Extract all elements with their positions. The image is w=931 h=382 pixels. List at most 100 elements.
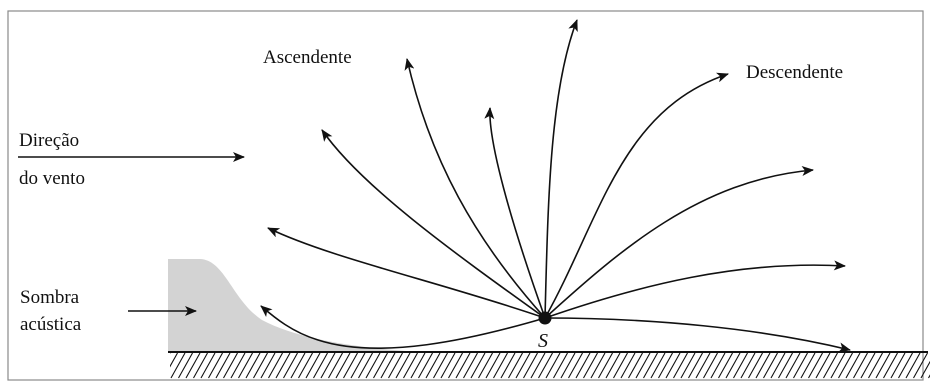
hatch-stroke (440, 352, 456, 379)
hatch-stroke (658, 352, 673, 379)
hatch-stroke (890, 352, 906, 379)
hatch-stroke (613, 352, 628, 379)
ray-up-right-2 (544, 165, 814, 319)
label-shadow-line2: acústica (20, 314, 82, 335)
hatch-stroke (785, 352, 801, 379)
hatch-stroke (583, 352, 598, 379)
hatch-stroke (740, 352, 756, 379)
hatch-stroke (448, 352, 463, 379)
hatch-stroke (170, 352, 178, 368)
hatch-stroke (815, 352, 831, 379)
hatch-stroke (268, 352, 283, 379)
hatch-stroke (290, 352, 306, 379)
hatch-stroke (845, 352, 861, 379)
hatch-stroke (403, 352, 418, 379)
hatch-stroke (688, 352, 703, 379)
hatch-stroke (538, 352, 553, 379)
ray-up-left-3 (404, 58, 546, 319)
hatch-stroke (208, 352, 223, 379)
label-wind-line1: Direção (19, 130, 79, 151)
hatch-stroke (388, 352, 403, 379)
ray-vertical (544, 19, 578, 319)
hatch-stroke (500, 352, 516, 379)
hatch-stroke (605, 352, 621, 379)
hatch-stroke (418, 352, 433, 379)
hatch-stroke (883, 352, 898, 379)
hatch-stroke (808, 352, 823, 379)
hatch-stroke (283, 352, 298, 379)
hatch-stroke (373, 352, 388, 379)
label-shadow-line1: Sombra (20, 287, 80, 308)
hatch-stroke (358, 352, 373, 379)
hatch-stroke (568, 352, 583, 379)
hatch-stroke (523, 352, 538, 379)
hatch-stroke (343, 352, 358, 379)
hatch-stroke (665, 352, 681, 379)
hatch-stroke (485, 352, 501, 379)
hatch-stroke (395, 352, 411, 379)
hatch-stroke (695, 352, 711, 379)
hatch-stroke (755, 352, 771, 379)
hatch-stroke (898, 352, 913, 379)
hatch-stroke (778, 352, 793, 379)
hatch-stroke (710, 352, 726, 379)
hatch-stroke (493, 352, 508, 379)
label-source: S (538, 330, 548, 352)
acoustic-shadow-region (168, 259, 420, 352)
hatch-stroke (920, 360, 930, 379)
hatch-stroke (823, 352, 838, 379)
hatch-stroke (200, 352, 216, 379)
hatch-stroke (860, 352, 876, 379)
hatch-stroke (230, 352, 246, 379)
hatch-stroke (530, 352, 546, 379)
hatch-stroke (365, 352, 381, 379)
label-wind-line2: do vento (19, 168, 85, 189)
hatch-stroke (298, 352, 313, 379)
ray-up-left-4 (484, 107, 546, 319)
sound-rays (260, 19, 851, 353)
hatch-stroke (253, 352, 268, 379)
hatch-stroke (410, 352, 426, 379)
hatch-stroke (215, 352, 231, 379)
hatch-stroke (515, 352, 531, 379)
ray-up-right-1 (544, 72, 729, 319)
ray-up-left-1 (267, 227, 546, 319)
sound-source-point (538, 311, 552, 325)
hatch-stroke (275, 352, 291, 379)
hatch-stroke (800, 352, 816, 379)
hatch-stroke (470, 352, 486, 379)
hatch-stroke (178, 352, 193, 379)
hatch-stroke (185, 352, 201, 379)
ray-up-left-2 (321, 129, 546, 319)
hatch-stroke (508, 352, 523, 379)
hatch-stroke (905, 352, 921, 379)
hatch-stroke (703, 352, 718, 379)
hatch-stroke (748, 352, 763, 379)
hatch-stroke (635, 352, 651, 379)
hatch-stroke (793, 352, 808, 379)
ground-hatching (170, 352, 930, 379)
hatch-stroke (838, 352, 853, 379)
hatch-stroke (733, 352, 748, 379)
hatch-stroke (553, 352, 568, 379)
hatch-stroke (313, 352, 328, 379)
hatch-stroke (875, 352, 891, 379)
hatch-stroke (425, 352, 441, 379)
hatch-stroke (853, 352, 868, 379)
hatch-stroke (560, 352, 576, 379)
hatch-stroke (643, 352, 658, 379)
figure-frame (7, 10, 924, 381)
hatch-stroke (238, 352, 253, 379)
label-descendente: Descendente (746, 62, 843, 83)
hatch-stroke (328, 352, 343, 379)
hatch-stroke (673, 352, 688, 379)
hatch-stroke (680, 352, 696, 379)
hatch-stroke (830, 352, 846, 379)
hatch-stroke (193, 352, 208, 379)
hatch-stroke (305, 352, 321, 379)
hatch-stroke (718, 352, 733, 379)
hatch-stroke (320, 352, 336, 379)
hatch-stroke (575, 352, 591, 379)
hatch-stroke (725, 352, 741, 379)
